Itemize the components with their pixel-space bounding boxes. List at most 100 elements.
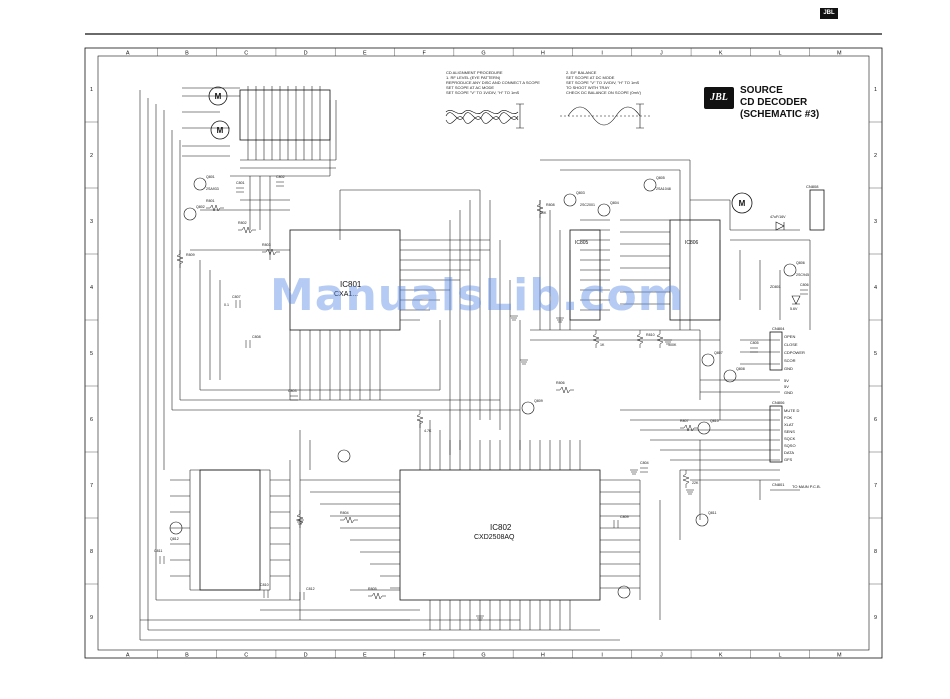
grid-column-label: L: [779, 653, 782, 659]
grid-column-label: H: [541, 653, 545, 659]
grid-row-label: 9: [90, 615, 93, 621]
grid-column-label: M: [837, 51, 842, 57]
motor-symbol: [210, 120, 230, 140]
transistor-designator: Q807: [714, 351, 723, 355]
part-value-label: 22K: [692, 481, 699, 485]
grid-column-label: I: [601, 653, 603, 659]
ic802-part: CXD2508AQ: [474, 534, 515, 541]
title-line-1: SOURCE: [740, 85, 783, 96]
grid-column-label: G: [481, 653, 485, 659]
grid-column-label: H: [541, 51, 545, 57]
part-value-label: 0.1: [224, 303, 229, 307]
connector-pin-label: DATA: [784, 450, 794, 455]
grid-column-label: D: [304, 653, 308, 659]
cn808-ref: CN808: [806, 184, 819, 189]
resistor-designator: R802: [238, 221, 247, 225]
transistor-designator: Q804: [610, 201, 619, 205]
part-value-label: 4.7K: [424, 429, 432, 433]
motor-driver-ic-body: [199, 469, 261, 591]
connector-pin-label: XLAT: [784, 422, 794, 427]
part-value-label: 2SA1048: [656, 187, 671, 191]
grid-column-label: J: [660, 653, 663, 659]
transistor-symbol: [563, 193, 577, 207]
ef-balance-note: 2. E/F BALANCE SET SCOPE AT DC MODE SET …: [566, 70, 641, 95]
connector-pin-label: CDPOWER: [784, 350, 805, 355]
connector-pin-label: FOK: [784, 415, 793, 420]
connector-pin-label: OPEN: [784, 334, 795, 339]
jbl-logo: JBL: [704, 87, 734, 109]
resistor-designator: R810: [646, 333, 655, 337]
transistor-designator: Q802: [196, 205, 205, 209]
grid-row-label: 4: [874, 285, 877, 291]
cd-alignment-line: 1. RF LEVEL (EYE PATTERN): [446, 75, 501, 80]
part-value-label: 2SA933: [206, 187, 219, 191]
capacitor-designator: C802: [276, 175, 285, 179]
grid-row-label: 4: [90, 285, 93, 291]
resistor-designator: R806: [556, 381, 565, 385]
grid-row-label: 2: [90, 153, 93, 159]
grid-column-label: C: [244, 51, 248, 57]
transistor-symbol: [597, 203, 611, 217]
connector-pin-label: SCOR: [784, 358, 796, 363]
connector-pin-label: GFS: [784, 457, 793, 462]
capacitor-designator: C811: [154, 549, 162, 553]
grid-column-label: L: [779, 51, 782, 57]
ic801-part: CXA1...: [334, 291, 358, 298]
connector-pin-label: SENS: [784, 429, 795, 434]
resistor-designator: R808: [546, 203, 555, 207]
transistor-symbol: [643, 178, 657, 192]
grid-row-label: 6: [90, 417, 93, 423]
part-value-label: 1K: [600, 343, 605, 347]
transistor-symbol: [783, 263, 797, 277]
cn801-ref: CN801: [772, 482, 785, 487]
ic801-body: [289, 229, 401, 331]
part-value-label: ZD801: [770, 285, 781, 289]
grid-column-label: M: [837, 653, 842, 659]
grid-row-label: 7: [874, 483, 877, 489]
cd-alignment-note: CD ALIGNMENT PROCEDURE 1. RF LEVEL (EYE …: [446, 70, 540, 95]
capacitor-designator: C804: [640, 461, 649, 465]
transistor-symbol: [701, 353, 715, 367]
ef-balance-line: SET SCOPE "V" TO 1V/DIV, "H" TO 1mS: [566, 80, 640, 85]
brand-badge: JBL: [820, 8, 838, 19]
to-main-label: TO MAIN P.C.B.: [792, 484, 821, 489]
transistor-symbol: [723, 369, 737, 383]
cn806-ref: CN806: [772, 400, 785, 405]
capacitor-designator: C806: [800, 283, 809, 287]
transistor-designator: Q806: [796, 261, 805, 265]
grid-column-label: C: [244, 653, 248, 659]
grid-row-label: 3: [90, 219, 93, 225]
part-value-label: 100K: [668, 343, 677, 347]
grid-row-label: 9: [874, 615, 877, 621]
grid-column-label: F: [423, 653, 427, 659]
motor-symbol: [731, 192, 753, 214]
ef-balance-heading: 2. E/F BALANCE: [566, 70, 597, 75]
connector-pin-label: 5V: [784, 384, 789, 389]
grid-column-label: F: [423, 51, 427, 57]
transistor-symbol: [521, 401, 535, 415]
resistor-designator: R804: [340, 511, 349, 515]
grid-row-label: 7: [90, 483, 93, 489]
capacitor-designator: C807: [232, 295, 241, 299]
ic806-ref: IC806: [685, 240, 699, 246]
part-value-label: 47uF/16V: [770, 215, 786, 219]
transistor-designator: Q801: [206, 175, 215, 179]
grid-column-label: G: [481, 51, 485, 57]
ic802-body: [399, 469, 601, 601]
resistor-designator: R803: [262, 243, 271, 247]
grid-column-label: D: [304, 51, 308, 57]
title-line-3: (SCHEMATIC #3): [740, 109, 820, 120]
motor-label: M: [739, 199, 746, 208]
connector-pin-label: GND: [784, 366, 793, 371]
resistor-designator: R805: [368, 587, 377, 591]
capacitor-designator: C809: [620, 515, 629, 519]
resistor-designator: R809: [186, 253, 195, 257]
cn804-ref: CN804: [772, 326, 785, 331]
grid-column-label: A: [126, 51, 130, 57]
transistor-symbol: [697, 421, 711, 435]
transistor-symbol: [695, 513, 709, 527]
capacitor-designator: C805: [750, 341, 759, 345]
transistor-symbol: [169, 521, 183, 535]
schematic-title: SOURCE CD DECODER (SCHEMATIC #3): [740, 85, 819, 121]
